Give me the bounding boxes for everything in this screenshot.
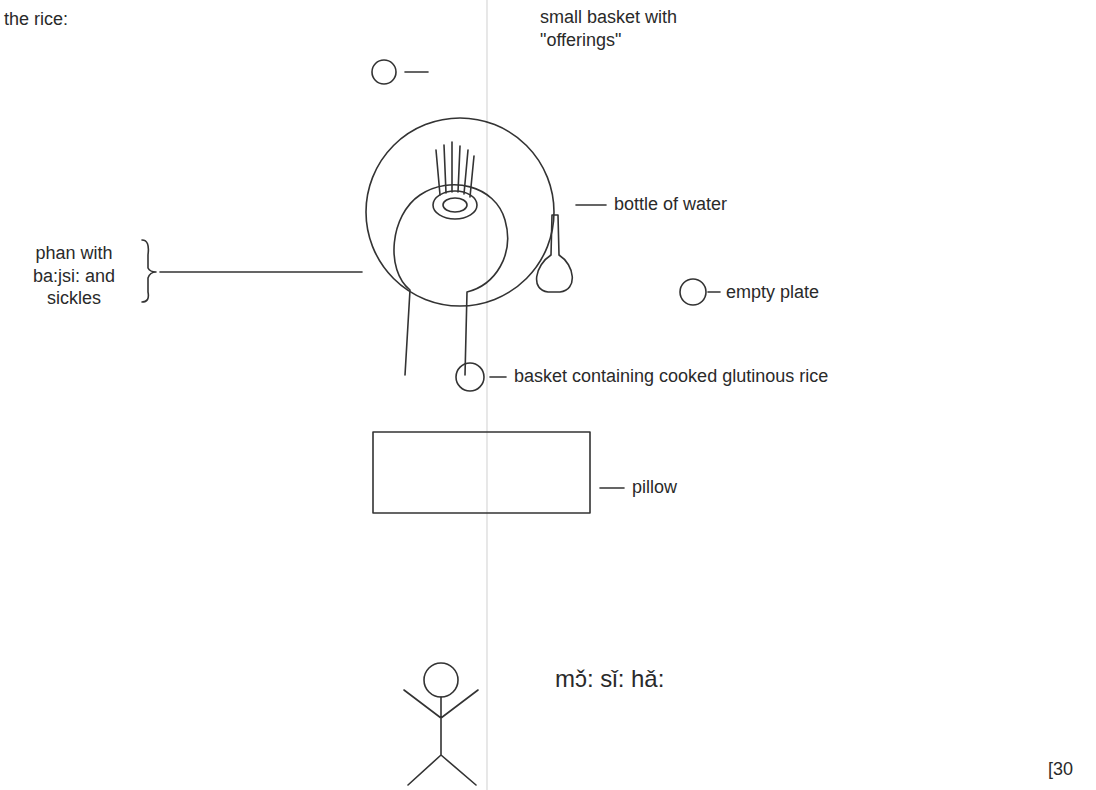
pillow-rect (373, 432, 590, 513)
small-basket-circle (372, 60, 396, 84)
item-label: basket containing cooked glutinous rice (514, 365, 934, 388)
stick-figure (404, 690, 478, 785)
item-label: small basket with "offerings" (540, 6, 680, 51)
rice-basket-circle (456, 363, 484, 391)
bracket (142, 240, 156, 302)
item-label: phan with ba:jsi: and sickles (10, 242, 138, 310)
baisi-core-inner (443, 198, 467, 212)
leader-dash (576, 204, 606, 206)
item-label: bottle of water (614, 193, 814, 216)
leader-dash (600, 487, 624, 489)
item-label: empty plate (726, 281, 886, 304)
item-label: pillow (632, 476, 752, 499)
leader-dash (708, 291, 720, 293)
empty-plate-circle (680, 279, 706, 305)
baisi-keyhole (394, 185, 508, 375)
person-label: mɔ̌: sǐ: hǎ: (555, 664, 775, 694)
page-number: [30 (1048, 758, 1092, 781)
water-bottle (537, 215, 573, 292)
phan-tray (366, 118, 554, 306)
leader-dash (405, 71, 428, 73)
leader-dash (490, 376, 506, 378)
page-fold-line (486, 0, 487, 790)
leader-line (160, 271, 362, 273)
page-heading-fragment: the rice: (4, 8, 124, 31)
figure-head (424, 663, 458, 697)
rice-stalks (436, 142, 474, 197)
